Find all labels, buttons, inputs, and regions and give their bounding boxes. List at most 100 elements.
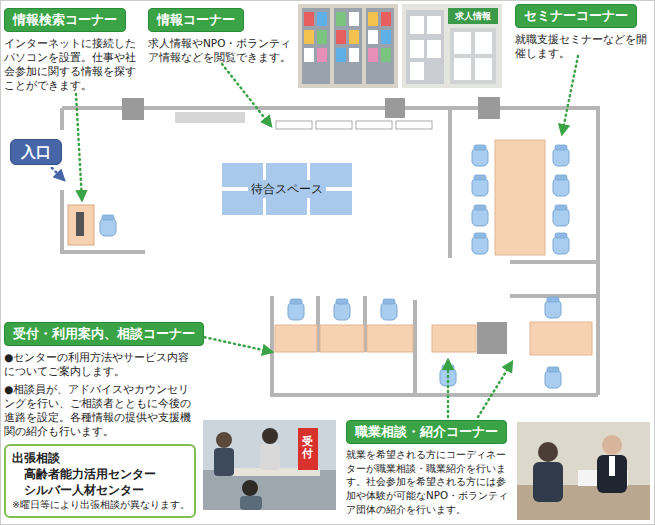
photo-job-consultation [517,422,650,520]
section-heading: 職業相談・紹介コーナー [346,420,507,444]
photo-job-consultation [517,422,650,520]
pc-desk [68,205,94,245]
photo-brochure-rack [368,30,378,44]
window-and-rack [175,112,432,129]
photo-brochure-rack [381,12,391,26]
callout-search: 情報検索コーナーインターネットに接続したパソコンを設置。仕事や社会参加に関する情… [4,8,139,92]
photo-reception [262,428,278,444]
sign-text: 求人情報 [455,10,491,22]
photo-job-consultation [609,456,615,476]
chair [381,299,397,320]
photo-job-board [448,8,498,24]
desk [530,322,592,355]
photo-brochure-rack [298,4,398,88]
description-text: 就業を希望される方にコーディネーターが職業相談・職業紹介を行います。社会参加を希… [346,448,514,517]
window-and-rack [276,121,312,129]
chair [288,299,304,320]
photo-job-board [402,4,502,88]
photo-brochure-rack [304,30,314,44]
photo-reception [260,444,280,470]
leader-arrow [76,94,82,200]
photo-brochure-rack [298,4,398,88]
photo-reception [203,420,336,510]
photo-brochure-rack [349,48,359,62]
photo-job-board [475,58,492,80]
pillar [478,97,500,119]
photo-brochure-rack [336,48,346,62]
photo-reception [203,420,336,510]
photo-job-board [454,32,471,54]
photo-job-consultation [602,435,622,455]
box-text: 高齢者能力活用センター [12,466,188,482]
chair [553,175,569,196]
pc-desk [76,212,84,236]
leader-arrow [478,362,512,417]
callout-info: 情報コーナー求人情報やNPO・ボランティア情報などを閲覧できます。 [148,8,300,64]
wall [60,108,64,130]
desk [495,140,545,255]
photo-brochure-rack [334,8,362,84]
photo-brochure-rack [349,30,359,44]
window-and-rack [356,121,392,129]
photo-job-board [410,40,424,58]
chair [334,299,350,320]
callout-seminar: セミナーコーナー就職支援セミナーなどを開催します。 [515,4,651,60]
chair [545,297,561,318]
box-heading: 出張相談 [12,450,188,466]
chair [100,215,116,236]
section-heading: 情報検索コーナー [4,8,126,32]
window-and-rack [396,121,432,129]
photo-job-board [450,28,496,84]
pillar [122,97,507,354]
photo-brochure-rack [336,12,346,26]
photo-reception [242,480,258,496]
description-text: インターネットに接続したパソコンを設置。仕事や社会参加に関する情報を探すことがで… [4,36,139,92]
chair [553,145,569,166]
wall [272,296,598,395]
section-heading: 受付・利用案内、相談コーナー [4,322,204,346]
sign-text: 受付 [302,436,313,460]
chair [553,205,569,226]
entrance-label: 入口 [10,139,62,165]
photo-reception [298,428,318,470]
desk [432,325,476,352]
area-label: 待合スペース [248,180,326,198]
pillar [122,98,144,120]
description-text: 求人情報やNPO・ボランティア情報などを閲覧できます。 [148,36,300,64]
section-heading: 情報コーナー [148,8,244,32]
chair [472,145,488,166]
description-text: ●センターの利用方法やサービス内容についてご案内します。 [4,350,199,378]
photo-job-board [410,62,424,80]
photo-job-board [475,32,492,54]
photo-brochure-rack [317,30,327,44]
photo-job-board [427,16,441,34]
photo-job-board [406,10,444,84]
desk [320,325,364,352]
photo-brochure-rack [304,12,314,26]
photo-job-consultation [538,442,558,462]
wall [448,108,452,258]
area-label: 入口 [10,139,62,165]
photo-brochure-rack [336,30,346,44]
section-heading: セミナーコーナー [515,4,637,28]
pc-desk [68,205,94,245]
box-text: ※曜日等により出張相談が異なります。 [12,498,188,512]
description-text: ●相談員が、アドバイスやカウンセリングを行い、ご相談者とともに今後の進路を設定。… [4,382,199,438]
pillar [477,322,507,354]
photo-brochure-rack [317,48,327,62]
leader-arrow [562,56,578,134]
photo-reception [240,496,262,510]
photo-job-consultation [533,462,563,502]
wall [413,300,417,395]
desk [367,325,413,352]
photo-brochure-rack [381,48,391,62]
chair [545,367,561,388]
wall [510,260,598,264]
photo-job-consultation [597,455,627,493]
waiting-area: 待合スペース [222,163,352,215]
photo-brochure-rack [349,12,359,26]
wall [62,190,145,252]
photo-brochure-rack [366,8,394,84]
